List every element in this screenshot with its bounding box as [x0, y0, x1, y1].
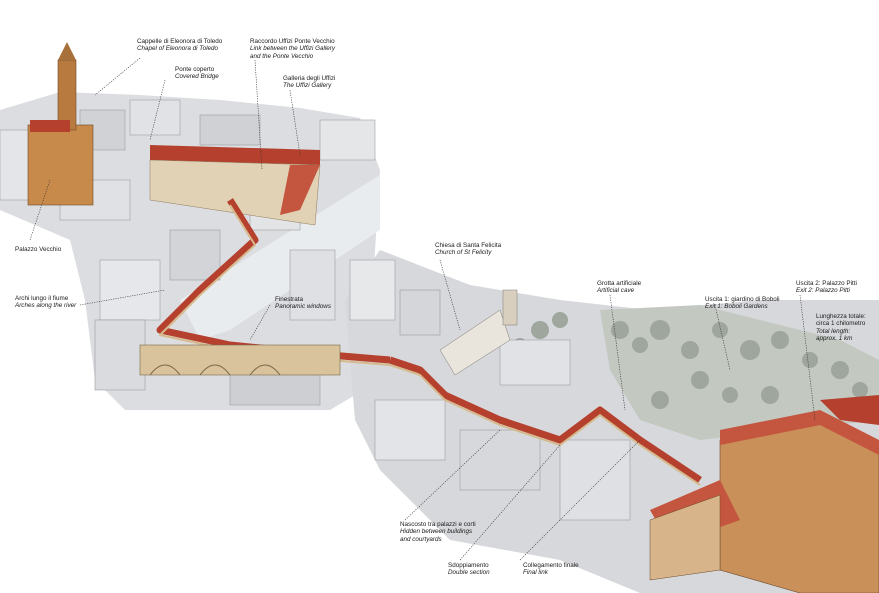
label-grotta-en: Artificial cave	[597, 287, 635, 295]
vasari-corridor-right	[388, 356, 702, 483]
label-collegamento-en: Final link	[523, 569, 548, 577]
label-chiesa-it: Chiesa di Santa Felicita	[435, 242, 502, 249]
label-uscita2: Uscita 2: Palazzo Pitti Exit 2: Palazzo …	[796, 280, 857, 295]
label-raccordo-en1: Link between the Uffizi Gallery	[250, 45, 336, 53]
label-ponte-it: Ponte coperto	[175, 66, 215, 73]
garden-trees	[513, 312, 868, 409]
river-arno	[180, 175, 380, 340]
label-nascosto-en1: Hidden between buildings	[400, 528, 473, 536]
label-grotta-it: Grotta artificiale	[597, 280, 642, 287]
label-lunghezza-it1: Lunghezza totale:	[816, 313, 866, 320]
label-ponte-en: Covered Bridge	[175, 73, 219, 81]
label-nascosto-it: Nascosto tra palazzi e corti	[400, 521, 476, 528]
label-archi: Archi lungo il fiume Arches along the ri…	[15, 295, 76, 310]
leader-lines	[29, 57, 816, 561]
label-grotta: Grotta artificiale Artificial cave	[597, 280, 641, 295]
label-palazzo-vecchio-it: Palazzo Vecchio	[15, 246, 62, 253]
label-uscita1-it: Uscita 1: giardino di Boboli	[705, 296, 780, 303]
label-archi-it: Archi lungo il fiume	[15, 295, 69, 302]
boboli-gardens	[600, 305, 879, 440]
label-cappelle-it: Cappelle di Eleonora di Toledo	[137, 38, 223, 45]
label-raccordo-en2: and the Ponte Vecchio	[250, 52, 314, 60]
label-lunghezza-en2: approx. 1 km	[816, 335, 853, 343]
uffizi-illustration	[149, 145, 321, 226]
ponte-vecchio-illustration	[139, 344, 341, 376]
label-uscita1-en: Exit 1: Boboli Gardens	[705, 303, 768, 311]
label-nascosto-en2: and courtyards	[400, 535, 442, 543]
label-nascosto: Nascosto tra palazzi e corti Hidden betw…	[400, 521, 476, 543]
label-archi-en: Arches along the river	[15, 302, 77, 310]
label-galleria-en: The Uffizi Gallery	[283, 82, 332, 90]
label-sdoppiamento-it: Sdoppiamento	[448, 562, 489, 569]
palazzo-pitti-illustration	[649, 395, 879, 593]
label-collegamento: Collegamento finale Final link	[523, 562, 579, 577]
label-chiesa-en: Church of St Felicity	[435, 249, 492, 257]
label-lunghezza-en1: Total length:	[816, 327, 851, 335]
label-collegamento-it: Collegamento finale	[523, 562, 579, 569]
label-cappelle: Cappelle di Eleonora di Toledo Chapel of…	[137, 38, 222, 53]
label-ponte-coperto: Ponte coperto Covered Bridge	[175, 66, 219, 81]
label-raccordo: Raccordo Uffizi Ponte Vecchio Link betwe…	[250, 38, 335, 60]
label-raccordo-it: Raccordo Uffizi Ponte Vecchio	[250, 38, 335, 45]
label-lunghezza: Lunghezza totale: circa 1 chilometro Tot…	[816, 313, 866, 343]
label-sdoppiamento-en: Double section	[448, 569, 490, 577]
label-finestrata-en: Panoramic windows	[275, 303, 331, 311]
label-palazzo-vecchio: Palazzo Vecchio	[15, 246, 61, 253]
label-cappelle-en: Chapel of Eleonora di Toledo	[137, 45, 218, 53]
label-finestrata-it: Finestrata	[275, 296, 303, 303]
label-lunghezza-it2: circa 1 chilometro	[816, 320, 866, 328]
label-uscita2-it: Uscita 2: Palazzo Pitti	[796, 280, 857, 287]
label-uscita1: Uscita 1: giardino di Boboli Exit 1: Bob…	[705, 296, 780, 311]
label-galleria-it: Galleria degli Uffizi	[283, 75, 336, 82]
label-finestrata: Finestrata Panoramic windows	[275, 296, 331, 311]
label-uscita2-en: Exit 2: Palazzo Pitti	[796, 287, 850, 295]
label-sdoppiamento: Sdoppiamento Double section	[448, 562, 490, 577]
label-galleria: Galleria degli Uffizi The Uffizi Gallery	[283, 75, 335, 90]
palazzo-vecchio-illustration	[27, 42, 94, 206]
label-chiesa: Chiesa di Santa Felicita Church of St Fe…	[435, 242, 501, 257]
right-buildings	[349, 259, 631, 521]
santa-felicita-illustration	[439, 289, 518, 376]
